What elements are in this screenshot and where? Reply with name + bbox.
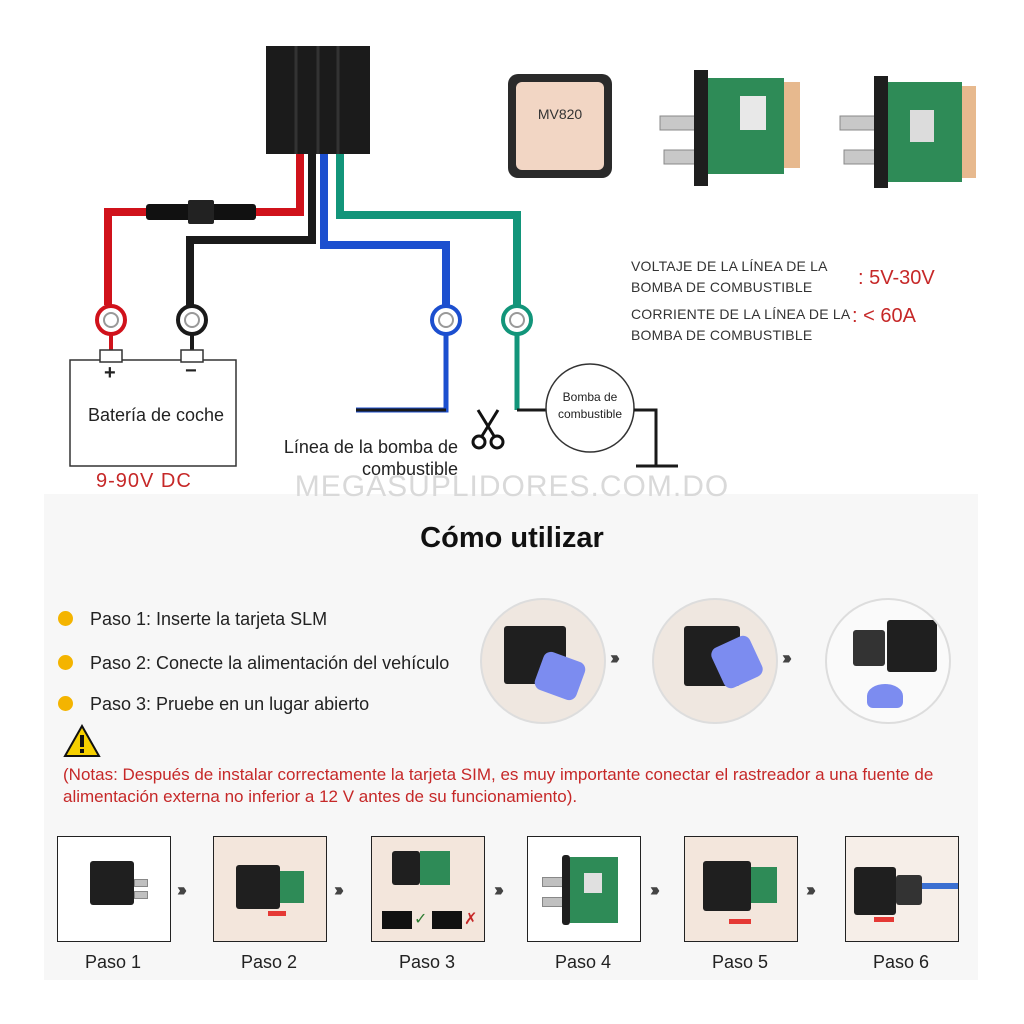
howto-panel (44, 494, 978, 980)
install-step-label-6: Paso 6 (872, 952, 930, 972)
green-wire (336, 154, 521, 305)
pcb-module-image-2 (839, 76, 976, 188)
install-step-box-4 (527, 836, 641, 942)
install-step-box-5 (684, 836, 798, 942)
spec-current-value: : < 60A (852, 305, 916, 327)
black-wire (186, 154, 316, 305)
fuel-pump-label-line-2: combustible (557, 407, 623, 421)
gps-chip-image (508, 74, 612, 178)
howto-step-3-text: Paso 3: Pruebe en un lugar abierto (90, 694, 370, 714)
blue-ring-terminal (430, 304, 462, 336)
chevrons-icon: ››› (334, 880, 344, 900)
battery-label: Batería de coche (87, 405, 225, 425)
bullet-icon (58, 611, 73, 626)
howto-step-1-text: Paso 1: Inserte la tarjeta SLM (90, 609, 328, 629)
spec-current-label-1: CORRIENTE DE LA LÍNEA DE LA (631, 306, 851, 322)
fuel-line-label-line-2: combustible (361, 459, 458, 479)
fuel-pump-node (545, 363, 678, 468)
spec-current-label-2: BOMBA DE COMBUSTIBLE (631, 327, 813, 343)
watermark: MEGASUPLIDORES.COM.DO (294, 470, 730, 503)
bullet-icon (58, 655, 73, 670)
howto-step-2: Paso 2: Conecte la alimentación del vehí… (58, 653, 449, 674)
fuel-pump-label: Bomba de combustible (548, 389, 632, 423)
howto-title: Cómo utilizar (420, 522, 604, 554)
chevrons-icon: ››› (650, 880, 660, 900)
green-ring-terminal (501, 304, 533, 336)
howto-step-3: Paso 3: Pruebe en un lugar abierto (58, 694, 369, 715)
install-step-label-2: Paso 2 (240, 952, 298, 972)
install-step-box-3: ✓ ✗ (371, 836, 485, 942)
chevrons-icon: ››› (177, 880, 187, 900)
fuel-line-label-line-1: Línea de la bomba de (283, 437, 458, 457)
spec-current: CORRIENTE DE LA LÍNEA DE LA BOMBA DE COM… (631, 304, 850, 346)
chevrons-icon: ››› (610, 648, 620, 668)
battery-plus-label: + (104, 362, 116, 384)
sim-step-photo-2 (652, 598, 778, 724)
blue-wire (320, 154, 450, 305)
install-step-label-4: Paso 4 (554, 952, 612, 972)
chevrons-icon: ››› (782, 648, 792, 668)
spec-voltage-label-2: BOMBA DE COMBUSTIBLE (631, 279, 813, 295)
spec-voltage: VOLTAJE DE LA LÍNEA DE LA BOMBA DE COMBU… (631, 256, 828, 298)
scissors-icon (471, 409, 505, 450)
chip-label: MV820 (537, 106, 583, 122)
fuel-pump-label-line-1: Bomba de (562, 390, 618, 404)
red-ring-terminal (95, 304, 127, 336)
sim-step-photo-3 (825, 598, 951, 724)
sim-step-photo-1 (480, 598, 606, 724)
install-step-box-2 (213, 836, 327, 942)
spec-voltage-value: : 5V-30V (858, 267, 935, 289)
car-battery (69, 349, 237, 467)
installation-note: (Notas: Después de instalar correctament… (63, 765, 934, 806)
install-step-box-6 (845, 836, 959, 942)
battery-voltage-label: 9-90V DC (96, 470, 192, 492)
relay-module (266, 46, 370, 154)
red-wire (104, 154, 304, 305)
battery-minus-label: − (185, 360, 197, 382)
chevrons-icon: ››› (806, 880, 816, 900)
bullet-icon (58, 696, 73, 711)
howto-step-1: Paso 1: Inserte la tarjeta SLM (58, 609, 327, 630)
install-step-label-1: Paso 1 (84, 952, 142, 972)
install-step-label-5: Paso 5 (711, 952, 769, 972)
spec-voltage-label-1: VOLTAJE DE LA LÍNEA DE LA (631, 258, 828, 274)
warning-icon (63, 724, 101, 757)
fuse (146, 200, 256, 224)
howto-step-2-text: Paso 2: Conecte la alimentación del vehí… (90, 653, 450, 673)
black-ring-terminal (176, 304, 208, 336)
fuel-line-label: Línea de la bomba de combustible (270, 436, 458, 480)
chevrons-icon: ››› (494, 880, 504, 900)
install-step-label-3: Paso 3 (398, 952, 456, 972)
install-step-box-1 (57, 836, 171, 942)
pcb-module-image-1 (659, 70, 800, 186)
wiring-diagram (69, 46, 976, 468)
